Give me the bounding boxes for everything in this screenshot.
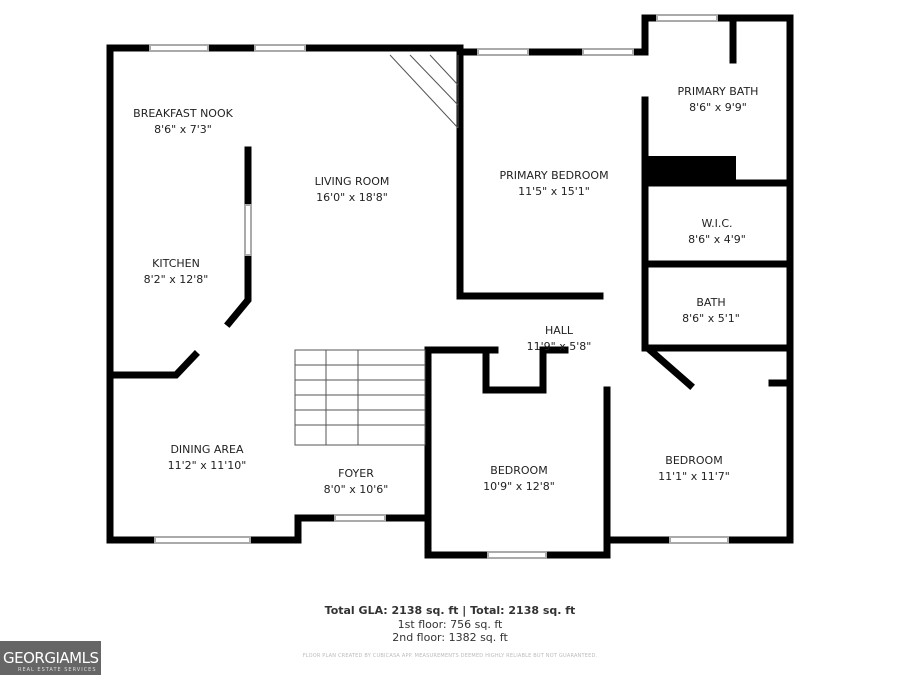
total-gla: Total GLA: 2138 sq. ft | Total: 2138 sq.… [324,604,576,617]
room-name: PRIMARY BEDROOM [499,169,609,182]
room-name: LIVING ROOM [314,175,390,188]
room-size: 11'9" x 5'8" [526,340,592,353]
room-size: 8'0" x 10'6" [323,483,389,496]
room-name: BREAKFAST NOOK [133,107,233,120]
stairs [294,54,459,446]
room-breakfast-nook: BREAKFAST NOOK 8'6" x 7'3" [133,106,233,138]
room-name: BATH [696,296,726,309]
room-size: 8'6" x 4'9" [688,233,746,246]
room-name: BEDROOM [490,464,548,477]
room-foyer: FOYER 8'0" x 10'6" [324,466,389,498]
windows [149,14,729,559]
room-name: DINING AREA [170,443,244,456]
room-hall: HALL 11'9" x 5'8" [527,323,592,355]
room-size: 8'6" x 9'9" [689,101,747,114]
room-dining-area: DINING AREA 11'2" x 11'10" [168,442,247,474]
room-size: 11'2" x 11'10" [167,459,247,472]
room-bath: BATH 8'6" x 5'1" [682,295,740,327]
second-floor-area: 2nd floor: 1382 sq. ft [392,631,508,644]
tub [648,156,736,180]
room-kitchen: KITCHEN 8'2" x 12'8" [144,256,209,288]
room-size: 8'2" x 12'8" [143,273,209,286]
room-primary-bedroom: PRIMARY BEDROOM 11'5" x 15'1" [499,168,608,200]
room-name: HALL [544,324,574,337]
room-bedroom-2: BEDROOM 11'1" x 11'7" [658,453,730,485]
logo-text: GEORGIAMLS [3,649,99,667]
room-size: 8'6" x 5'1" [682,312,740,325]
room-name: FOYER [338,467,374,480]
first-floor-area: 1st floor: 756 sq. ft [397,618,503,631]
room-size: 16'0" x 18'8" [316,191,388,204]
georgia-mls-logo: GEORGIAMLS REAL ESTATE SERVICES [0,641,101,675]
room-size: 8'6" x 7'3" [154,123,212,136]
room-name: KITCHEN [152,257,200,270]
room-living-room: LIVING ROOM 16'0" x 18'8" [315,174,390,206]
room-size: 11'1" x 11'7" [658,470,730,483]
floor-plan [106,14,794,559]
room-wic: W.I.C. 8'6" x 4'9" [688,216,746,248]
room-name: W.I.C. [701,217,733,230]
room-name: PRIMARY BATH [677,85,759,98]
room-name: BEDROOM [665,454,723,467]
room-size: 10'9" x 12'8" [483,480,555,493]
room-size: 11'5" x 15'1" [518,185,590,198]
room-bedroom-1: BEDROOM 10'9" x 12'8" [483,463,555,495]
logo-tagline: REAL ESTATE SERVICES [18,667,97,673]
room-primary-bath: PRIMARY BATH 8'6" x 9'9" [678,84,759,116]
disclaimer: FLOOR PLAN CREATED BY CUBICASA APP. MEAS… [302,653,598,659]
